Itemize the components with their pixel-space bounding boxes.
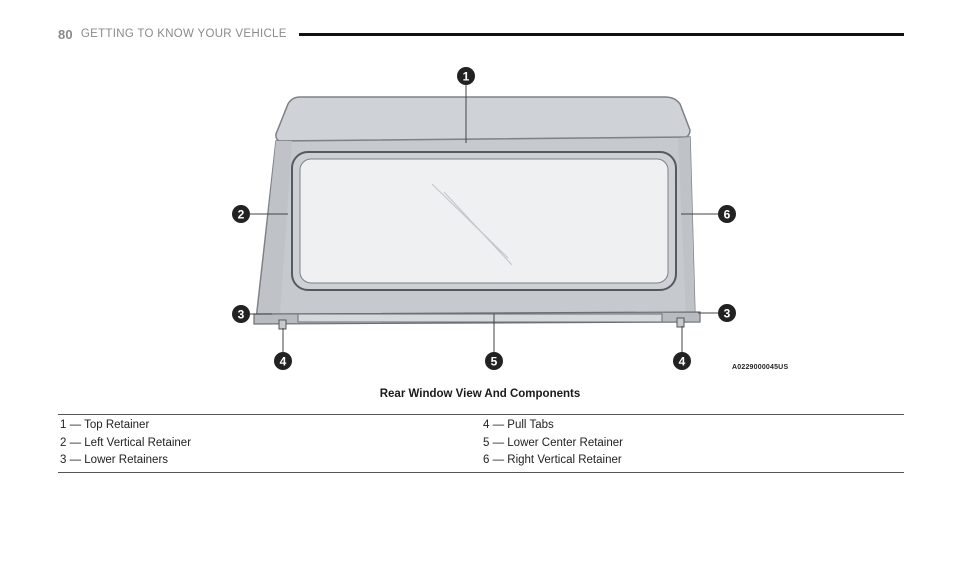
legend-item: 3 — Lower Retainers (60, 454, 169, 466)
figure-code: A0229000045US (732, 364, 789, 371)
svg-text:2: 2 (238, 208, 245, 222)
svg-text:1: 1 (463, 70, 470, 84)
svg-text:4: 4 (280, 355, 287, 369)
window-glass (299, 158, 669, 284)
callout-1: 1 (457, 67, 475, 85)
svg-text:3: 3 (724, 307, 731, 321)
callout-2: 2 (232, 205, 250, 223)
svg-text:5: 5 (491, 355, 498, 369)
svg-text:4: 4 (679, 355, 686, 369)
callout-5: 5 (485, 352, 503, 370)
legend-item: 6 — Right Vertical Retainer (483, 454, 622, 466)
header-rule (298, 32, 904, 36)
callout-3-left: 3 (232, 305, 250, 323)
legend-item: 1 — Top Retainer (60, 419, 150, 431)
svg-text:3: 3 (238, 308, 245, 322)
callout-4-left: 4 (274, 352, 292, 370)
top-retainer (275, 96, 691, 143)
rear-window-illustration: 1 2 6 3 3 4 5 4 (232, 67, 736, 370)
section-title: GETTING TO KNOW YOUR VEHICLE (80, 28, 287, 40)
callout-4-right: 4 (673, 352, 691, 370)
figure-caption: Rear Window View And Components (379, 388, 581, 400)
legend-table: 1 — Top Retainer 4 — Pull Tabs 2 — Left … (58, 414, 904, 473)
pull-tab-left (278, 319, 287, 330)
legend-item: 5 — Lower Center Retainer (483, 436, 623, 449)
callout-6: 6 (718, 205, 736, 223)
legend-item: 2 — Left Vertical Retainer (60, 436, 192, 449)
legend-item: 4 — Pull Tabs (483, 419, 554, 431)
page-number: 80 (58, 26, 73, 42)
lower-center-retainer (297, 313, 663, 323)
svg-text:6: 6 (724, 208, 731, 222)
pull-tab-right (676, 317, 685, 328)
callout-3-right: 3 (718, 304, 736, 322)
page-header: 80 GETTING TO KNOW YOUR VEHICLE (58, 24, 904, 44)
